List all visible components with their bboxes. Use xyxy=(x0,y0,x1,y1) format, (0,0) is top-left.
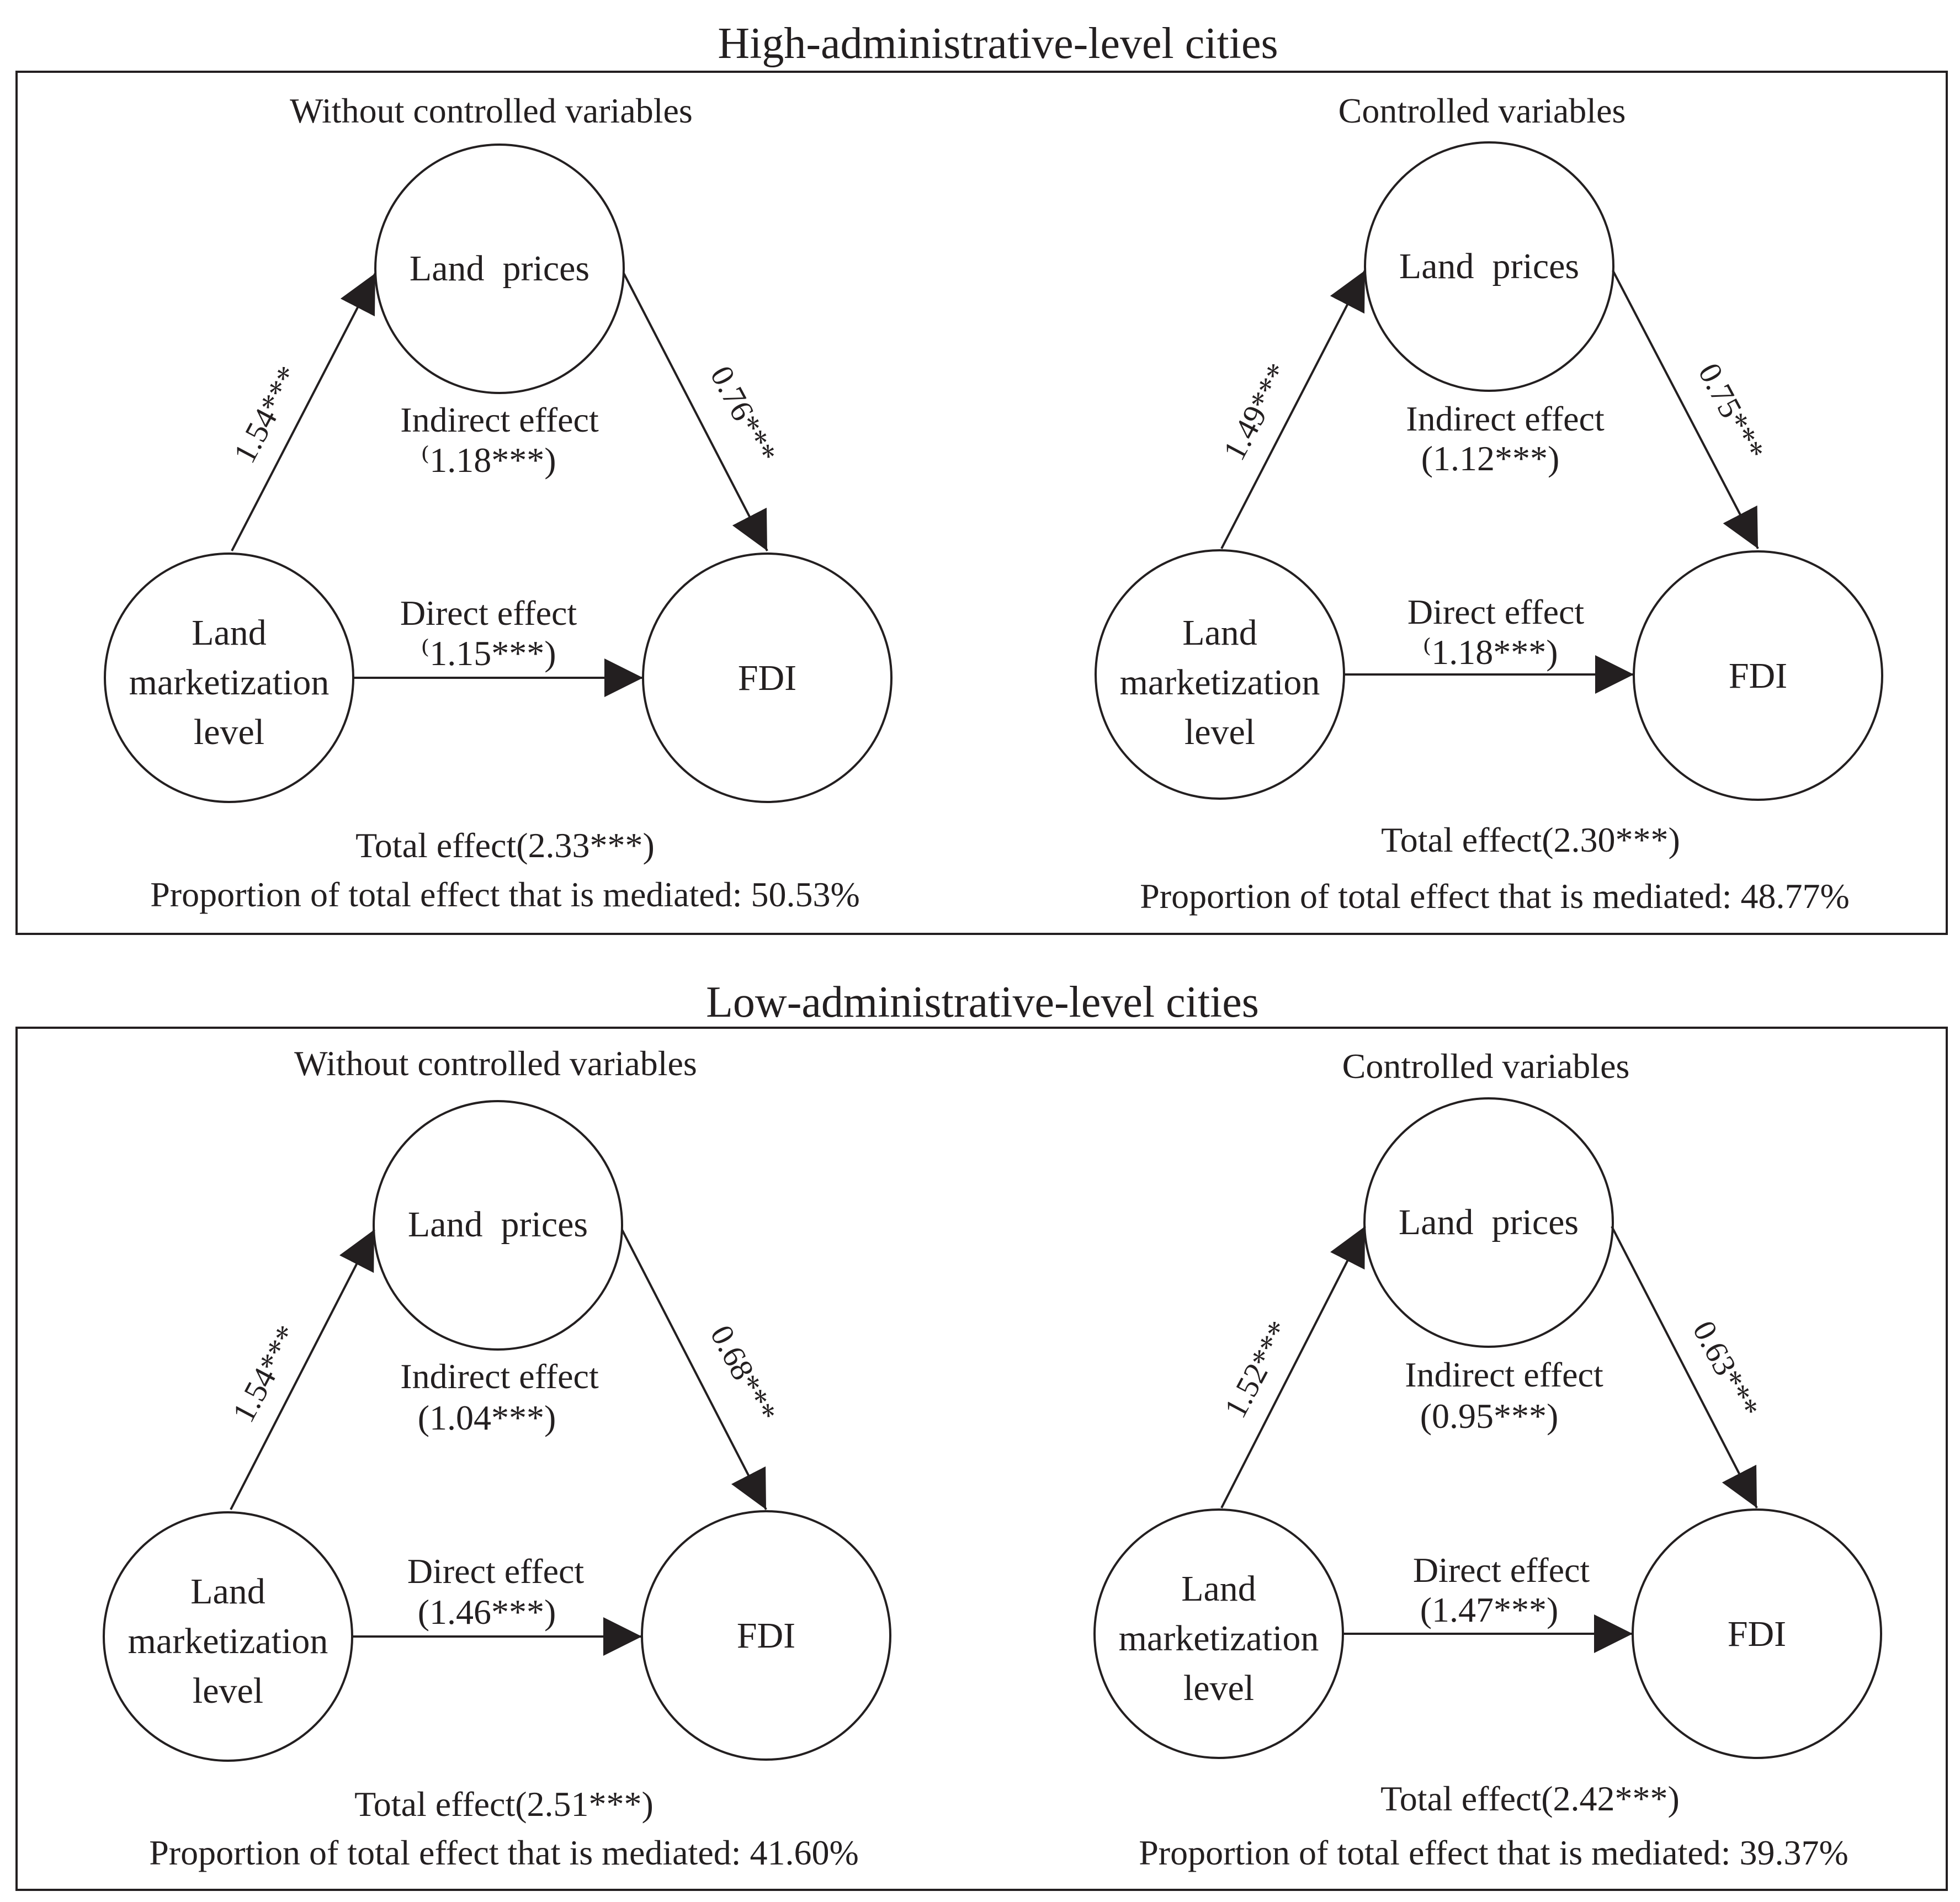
node-source-line-1: Land xyxy=(1181,1569,1256,1609)
node-land-prices-label: Land prices xyxy=(410,248,589,289)
direct-effect-label: Direct effect xyxy=(407,1552,585,1591)
total-effect: Total effect(2.51***) xyxy=(354,1784,654,1824)
proportion-mediated: Proportion of total effect that is media… xyxy=(1140,876,1850,916)
indirect-effect-value: (0.95***) xyxy=(1420,1396,1559,1436)
node-source-line-3: level xyxy=(1185,712,1255,752)
indirect-effect-label: Indirect effect xyxy=(1406,399,1605,438)
total-effect: Total effect(2.30***) xyxy=(1381,820,1680,859)
node-fdi-label: FDI xyxy=(738,658,796,698)
indirect-effect-label: Indirect effect xyxy=(1405,1355,1603,1394)
panel-subtitle: Without controlled variables xyxy=(290,91,693,130)
path-b-arrow xyxy=(1611,1226,1758,1508)
node-source-line-3: level xyxy=(1183,1668,1254,1708)
indirect-effect-label: Indirect effect xyxy=(400,400,599,439)
node-source-line-1: Land xyxy=(190,1571,265,1612)
path-b-arrow xyxy=(623,273,768,551)
node-source-line-2: marketization xyxy=(128,1621,328,1661)
path-a-coefficient: 1.54*** xyxy=(226,360,307,469)
total-effect: Total effect(2.42***) xyxy=(1380,1779,1680,1818)
node-source-line-1: Land xyxy=(1182,613,1257,653)
path-a-coefficient: 1.52*** xyxy=(1217,1315,1298,1423)
node-land-prices xyxy=(373,1100,623,1351)
direct-effect-value: (1.46***) xyxy=(418,1592,556,1632)
path-b-arrow xyxy=(1612,270,1759,549)
node-fdi-label: FDI xyxy=(737,1616,795,1656)
direct-effect-value: ⁽1.15***) xyxy=(421,634,556,673)
path-b-arrow xyxy=(621,1229,767,1510)
panel-without-controls: Without controlled variables Land prices… xyxy=(103,1044,891,1872)
panel-controlled: Controlled variables Land prices Land ma… xyxy=(1093,1046,1882,1872)
node-land-prices xyxy=(1363,1097,1614,1348)
path-a-arrow xyxy=(230,1229,375,1510)
node-source-line-2: marketization xyxy=(129,662,330,703)
node-fdi-label: FDI xyxy=(1728,1614,1786,1654)
proportion-mediated: Proportion of total effect that is media… xyxy=(1139,1833,1849,1872)
node-source-line-3: level xyxy=(193,1671,263,1711)
panel-subtitle: Without controlled variables xyxy=(294,1044,697,1083)
indirect-effect-value: ⁽1.18***) xyxy=(421,440,556,480)
section-title: Low-administrative-level cities xyxy=(706,978,1259,1027)
total-effect: Total effect(2.33***) xyxy=(355,826,655,865)
node-fdi-label: FDI xyxy=(1729,656,1787,696)
node-land-prices xyxy=(374,144,625,394)
node-land-prices-label: Land prices xyxy=(408,1204,588,1245)
panel-subtitle: Controlled variables xyxy=(1338,91,1626,130)
panel-without-controls: Without controlled variables Land prices… xyxy=(104,91,893,914)
direct-effect-label: Direct effect xyxy=(1407,592,1585,631)
node-source-line-1: Land xyxy=(192,613,267,653)
path-a-arrow xyxy=(1220,270,1366,549)
path-a-arrow xyxy=(1220,1226,1366,1508)
path-b-coefficient: 0.75*** xyxy=(1691,357,1772,466)
panel-controlled: Controlled variables Land prices Land ma… xyxy=(1095,91,1883,916)
path-a-arrow xyxy=(231,273,376,551)
node-source-line-2: marketization xyxy=(1120,662,1320,703)
section-title: High-administrative-level cities xyxy=(718,19,1278,68)
section-low-level: Low-administrative-level cities Without … xyxy=(15,978,1948,1891)
direct-effect-value: ⁽1.18***) xyxy=(1422,633,1558,672)
node-land-prices-label: Land prices xyxy=(1399,246,1579,286)
indirect-effect-label: Indirect effect xyxy=(400,1357,599,1396)
indirect-effect-value: (1.12***) xyxy=(1421,439,1560,478)
panel-subtitle: Controlled variables xyxy=(1342,1046,1630,1086)
direct-effect-label: Direct effect xyxy=(400,593,577,633)
direct-effect-label: Direct effect xyxy=(1413,1550,1590,1590)
node-source-line-2: marketization xyxy=(1119,1618,1319,1659)
node-land-prices-label: Land prices xyxy=(1399,1202,1579,1242)
section-frame xyxy=(15,1027,1948,1891)
direct-effect-value: (1.47***) xyxy=(1420,1590,1559,1629)
node-source-line-3: level xyxy=(194,712,264,752)
proportion-mediated: Proportion of total effect that is media… xyxy=(149,1833,859,1872)
section-frame xyxy=(15,71,1948,935)
path-a-coefficient: 1.54*** xyxy=(225,1319,306,1428)
node-land-prices xyxy=(1364,141,1614,392)
path-b-coefficient: 0.63*** xyxy=(1686,1315,1766,1423)
section-high-level: High-administrative-level cities Without… xyxy=(15,19,1948,935)
indirect-effect-value: (1.04***) xyxy=(418,1398,556,1437)
proportion-mediated: Proportion of total effect that is media… xyxy=(150,875,860,914)
path-a-coefficient: 1.49*** xyxy=(1216,357,1297,466)
